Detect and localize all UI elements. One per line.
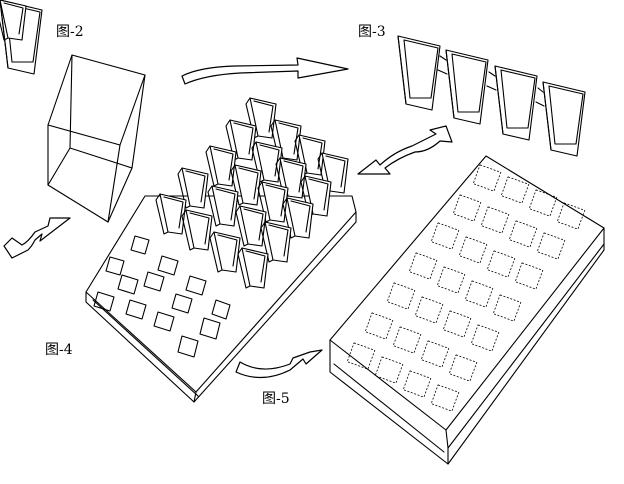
figure-2-label: 图-2: [56, 24, 84, 40]
dashed-cells: [346, 164, 586, 412]
arrow-to-figure-4: [357, 125, 453, 175]
arrow-to-figure-5: [235, 349, 323, 379]
tray-cells: [93, 235, 231, 358]
single-cup-wireframe: [47, 54, 146, 223]
figure-3-label: 图-3: [358, 24, 386, 40]
filled-tray: [329, 155, 605, 465]
arrow-to-figure-2: [3, 217, 71, 259]
arrow-to-figure-3: [181, 57, 349, 85]
figure-5-label: 图-5: [262, 391, 290, 407]
tray-cup: [0, 0, 27, 41]
figure-4-label: 图-4: [45, 342, 73, 358]
tray-with-cups: [0, 0, 357, 403]
